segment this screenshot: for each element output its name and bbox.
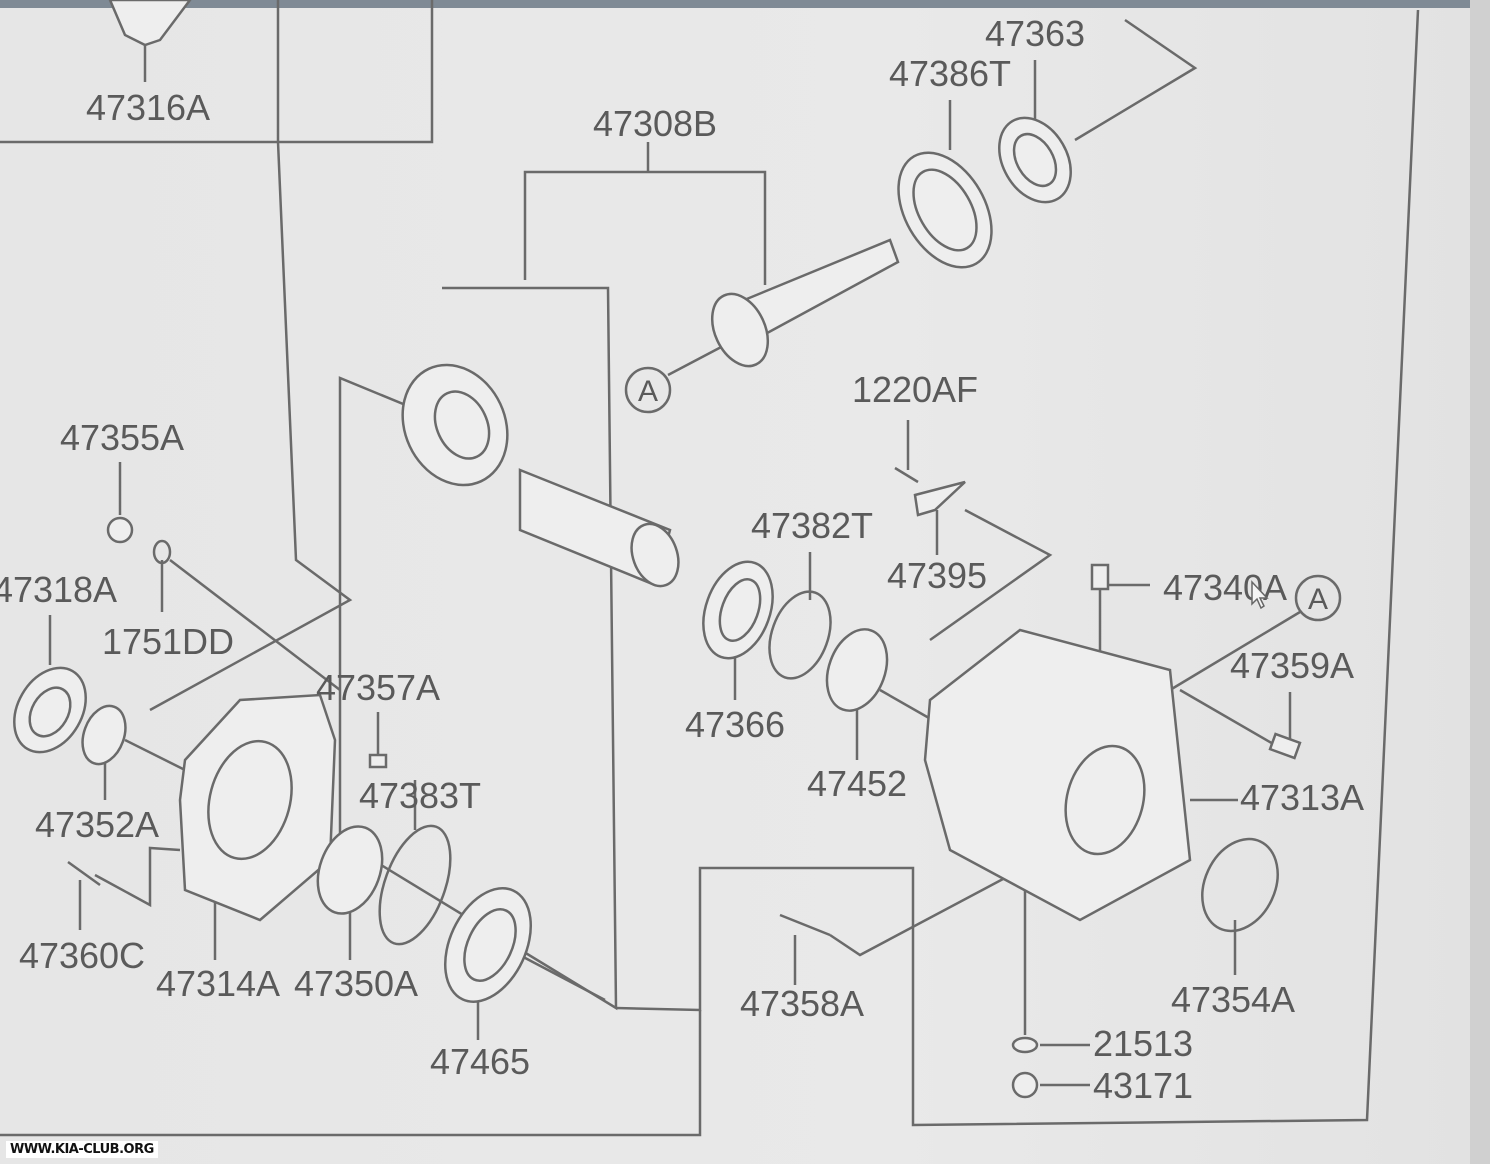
gasket-47386T-drawing — [897, 151, 993, 269]
label-21513: 21513 — [1093, 1023, 1193, 1064]
bolt-47360C-drawing — [67, 860, 101, 887]
label-47360C: 47360C — [19, 935, 145, 976]
label-47316A: 47316A — [86, 87, 210, 128]
plug-43171-drawing — [1011, 1071, 1039, 1099]
label-47354A: 47354A — [1171, 979, 1295, 1020]
seal-47363-drawing — [998, 116, 1072, 204]
label-47355A: 47355A — [60, 417, 184, 458]
label-47314A: 47314A — [156, 963, 280, 1004]
label-47395: 47395 — [887, 555, 987, 596]
label-1220AF: 1220AF — [852, 369, 978, 410]
watermark: WWW.KIA-CLUB.ORG — [6, 1141, 158, 1158]
plug-47355A-drawing — [106, 516, 134, 544]
label-47465: 47465 — [430, 1041, 530, 1082]
bolt-1220AF-drawing — [894, 466, 919, 484]
bearing-47366-drawing — [702, 560, 774, 660]
label-47357A: 47357A — [316, 667, 440, 708]
label-47350A: 47350A — [294, 963, 418, 1004]
seal-47452-drawing — [825, 628, 889, 712]
seal-47352A-drawing — [81, 704, 127, 766]
label-47386T: 47386T — [889, 53, 1011, 94]
ring-gear-drawing — [401, 363, 509, 487]
oring-47382T-drawing — [768, 590, 832, 680]
label-47318A: 47318A — [0, 569, 117, 610]
label-47340A: 47340A — [1163, 567, 1287, 608]
pin-47359A-drawing — [1268, 732, 1302, 760]
part-labels: 47316A 47308B 47363 47386T 1220AF 47355A… — [0, 13, 1364, 1106]
reference-mark-text: A — [1308, 583, 1328, 616]
label-47313A: 47313A — [1240, 777, 1364, 818]
reference-mark-a1: A — [624, 366, 672, 414]
reference-mark-a2: A — [1294, 574, 1342, 622]
label-47363: 47363 — [985, 13, 1085, 54]
label-47452: 47452 — [807, 763, 907, 804]
case-47313A-drawing — [923, 628, 1192, 922]
pin-47357A-drawing — [368, 753, 388, 769]
label-47382T: 47382T — [751, 505, 873, 546]
label-47366: 47366 — [685, 704, 785, 745]
bearing-47465-drawing — [443, 887, 533, 1003]
washer-21513-drawing — [1011, 1036, 1039, 1054]
window-top-bar — [0, 0, 1490, 8]
label-47383T: 47383T — [359, 775, 481, 816]
label-47358A: 47358A — [740, 983, 864, 1024]
parts — [13, 0, 1302, 1099]
mouse-cursor-icon — [1251, 580, 1269, 610]
oring-47383T-drawing — [378, 824, 452, 946]
screen-edge — [1470, 0, 1490, 1164]
label-47359A: 47359A — [1230, 645, 1354, 686]
oring-47354A-drawing — [1201, 837, 1279, 933]
vent-47340A-drawing — [1090, 563, 1110, 591]
label-43171: 43171 — [1093, 1065, 1193, 1106]
bolt-47358A-drawing — [779, 913, 831, 937]
housing-47314A-drawing — [178, 693, 337, 922]
label-47308B: 47308B — [593, 103, 717, 144]
part-47316A-drawing — [108, 0, 192, 47]
label-47352A: 47352A — [35, 804, 159, 845]
bracket-47395-drawing — [913, 480, 966, 517]
reference-mark-text: A — [638, 375, 658, 408]
label-1751DD: 1751DD — [102, 621, 234, 662]
group-lines — [0, 0, 1420, 1137]
washer-1751DD-drawing — [152, 539, 172, 565]
seal-47350A-drawing — [316, 825, 384, 915]
